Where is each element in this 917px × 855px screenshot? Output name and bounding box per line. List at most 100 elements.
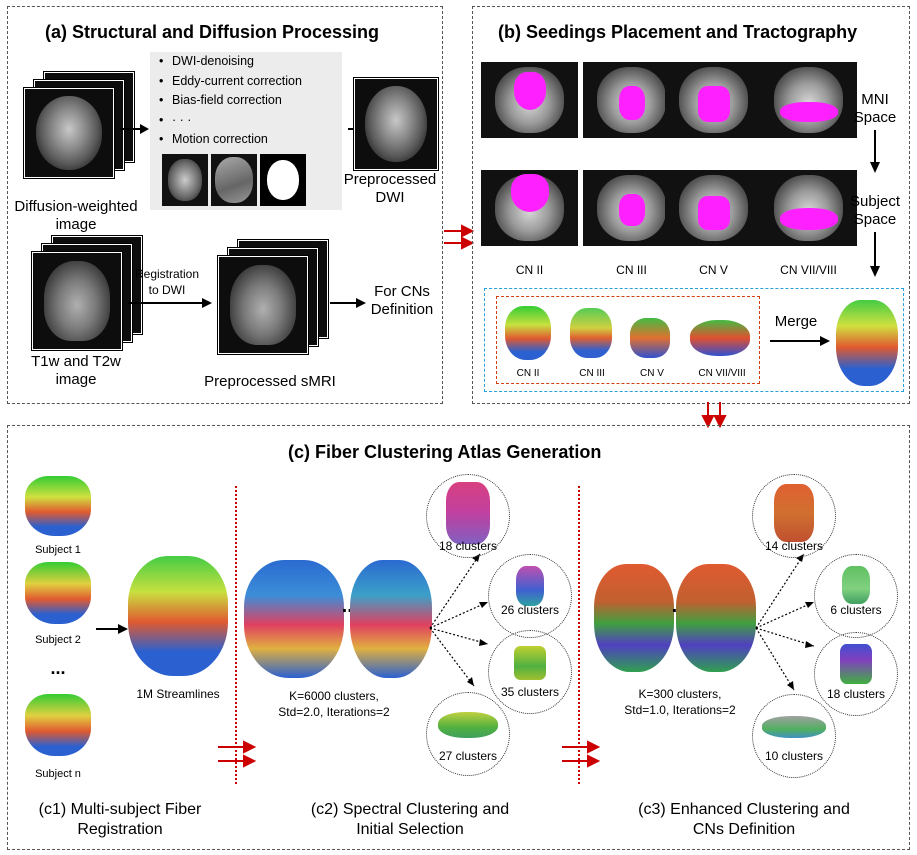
subject-slice-cn-ii [481,170,578,246]
tract-label: CN II [516,368,540,379]
panel-a [7,6,443,404]
thumb-dwi [162,154,208,206]
preprocessed-smri-label: Preprocessed sMRI [204,373,336,390]
arrow-b-to-c [701,402,727,428]
tract-cn-ii [505,306,551,360]
c2-cluster-label: 35 clusters [500,685,560,699]
cn-label: CN III [616,263,647,277]
enhanced-fibers-2 [676,564,756,672]
c3-cluster-circle [814,632,898,716]
panel-c [7,425,910,850]
panel-b [472,6,910,404]
c3-cluster-6 [842,566,870,604]
clustered-fibers-1 [244,560,344,678]
cn-label: CN II [515,263,544,277]
t1-image [32,252,122,350]
c2-cluster-circle [488,630,572,714]
c2-params-2: Std=2.0, Iterations=2 [278,705,390,719]
step-item: Bias-field correction [150,91,342,111]
c3-cluster-10 [762,716,826,738]
cn-label: CN V [699,263,728,277]
c3-cluster-14 [774,484,814,542]
subject-label: Subject n [35,768,81,780]
dwi-label-1: Diffusion-weighted [14,198,138,215]
c3-params-1: K=300 clusters, [638,687,722,701]
t1-label-1: T1w and T2w [31,353,121,370]
streamlines-1m [128,556,228,676]
step-item: · · · [150,111,342,131]
c3-title-1: (c3) Enhanced Clustering and [638,801,850,818]
subject-ellipsis: ... [50,658,66,678]
c3-cluster-circle [752,694,836,778]
panel-b-title: (b) Seedings Placement and Tractography [498,22,858,42]
cn-label: CN VII/VIII [780,263,837,277]
arrow-a-to-b [444,224,474,250]
c3-cluster-label: 6 clusters [830,603,882,617]
c3-cluster-label: 10 clusters [764,749,824,763]
arrow-merge [770,336,830,346]
subject-label: Subject 1 [35,544,81,556]
arrow-subjects-to-streamlines [96,624,128,634]
c3-params-2: Std=1.0, Iterations=2 [624,703,736,717]
dwi-label-2: image [55,216,97,233]
preprocessed-dwi-image [354,78,438,170]
for-cns-label-1: For CNs [374,283,430,300]
arrow-c2-to-c3 [562,740,601,768]
arrow-c1-to-c2 [218,740,257,768]
c2-title-1: (c2) Spectral Clustering and [310,801,510,818]
c3-title-2: CNs Definition [692,821,796,838]
divider-c1-c2 [235,486,237,784]
step-item: Eddy-current correction [150,72,342,92]
mni-slice-cn-ii [481,62,578,138]
tract-cn-vii-viii [690,320,750,356]
mni-slice-cn-vii-viii [760,62,857,138]
c3-cluster-label: 18 clusters [826,687,886,701]
subject-space-label-2: Space [853,211,897,228]
preprocessed-dwi-label-2: DWI [375,189,405,206]
tract-label: CN III [579,368,605,379]
preprocessed-dwi-label-1: Preprocessed [343,171,437,188]
subject-2-fibers [25,562,91,624]
panel-c-title: (c) Fiber Clustering Atlas Generation [288,442,602,462]
c3-cluster-label: 14 clusters [764,539,824,553]
subject-label: Subject 2 [35,634,81,646]
c2-cluster-26 [516,566,544,606]
c2-cluster-label: 27 clusters [438,749,498,763]
tract-cn-iii [570,308,612,358]
t1-label-2: image [55,371,97,388]
subject-space-label-1: Subject [849,193,901,210]
for-cns-label-2: Definition [370,301,434,318]
c2-cluster-35 [514,646,546,680]
c3-cluster-circle [752,474,836,558]
c2-cluster-circle [426,692,510,776]
arrow-registration [128,298,212,308]
registration-label-2: to DWI [148,283,186,297]
arrow-dwi-to-steps [120,124,149,134]
individual-tracts-box [496,296,760,384]
step-item: DWI-denoising [150,52,342,72]
c2-cluster-27 [438,712,498,738]
c2-cluster-label: 26 clusters [500,603,560,617]
tract-label: CN VII/VIII [698,368,746,379]
dwi-image [24,88,114,178]
mni-space-label-1: MNI [861,91,889,108]
merge-label: Merge [774,313,818,330]
mni-slice-cn-iii [583,62,680,138]
c2-title-2: Initial Selection [356,821,464,838]
arrow-smri-to-cns [330,298,366,308]
step-item: Motion correction [150,130,342,150]
mni-space-label-2: Space [853,109,897,126]
streamlines-label: 1M Streamlines [136,687,220,701]
subject-slice-cn-vii-viii [760,170,857,246]
thumb-mask [260,154,306,206]
preprocessed-smri-image [218,256,308,354]
merged-tracts [836,300,898,386]
c1-title-1: (c1) Multi-subject Fiber [38,801,202,818]
c2-cluster-18 [446,482,490,544]
arrow-mni-to-subject [870,130,880,173]
c3-fanout-arrows [755,553,815,691]
subject-slice-cn-v [665,170,762,246]
c2-params-1: K=6000 clusters, [289,689,379,703]
clustered-fibers-2 [350,560,432,678]
enhanced-fibers-1 [594,564,674,672]
